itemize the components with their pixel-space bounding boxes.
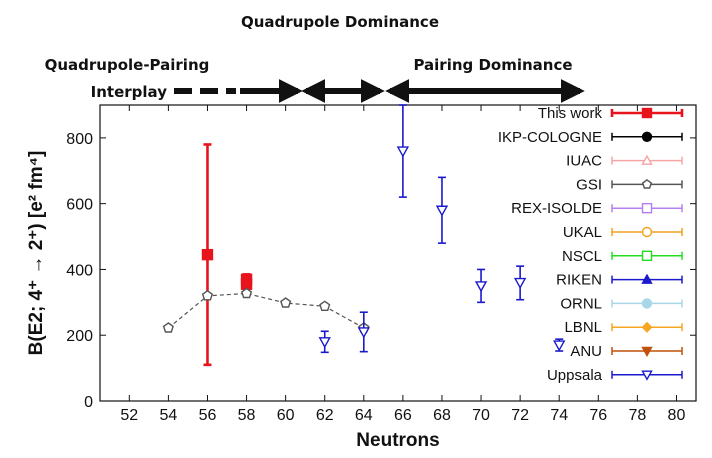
y-tick-label: 800 (66, 131, 93, 148)
x-tick-label: 72 (511, 407, 529, 424)
y-axis-label: B(E2; 4⁺ → 2⁺) [e² fm⁴] (26, 151, 47, 356)
marker (280, 297, 292, 308)
data-series (162, 104, 566, 367)
legend-entry: LBNL (564, 319, 683, 336)
legend-marker (641, 226, 653, 238)
x-tick-label: 70 (472, 407, 490, 424)
marker (162, 322, 174, 333)
legend-label: GSI (576, 176, 602, 193)
x-tick-label: 54 (159, 407, 177, 424)
legend-label: IKP-COLOGNE (498, 129, 602, 146)
legend-marker (641, 273, 653, 284)
marker (435, 205, 449, 217)
legend-entry: Uppsala (547, 367, 683, 384)
marker (396, 146, 410, 158)
legend-entry: IUAC (566, 153, 683, 170)
data-point-gsi (201, 289, 214, 301)
marker (240, 287, 253, 299)
x-tick-label: 74 (550, 407, 568, 424)
data-point-uppsala (357, 311, 370, 353)
legend-label: REX-ISOLDE (511, 200, 602, 217)
marker (474, 281, 488, 293)
legend-marker (641, 321, 653, 333)
data-point-gsi (240, 287, 253, 299)
legend-label: This work (538, 105, 603, 122)
x-tick-label: 78 (628, 407, 646, 424)
legend-label: IUAC (566, 153, 602, 170)
x-tick-label: 68 (433, 407, 451, 424)
data-point-gsi (162, 322, 174, 333)
legend-label: Uppsala (547, 367, 603, 384)
x-tick-label: 62 (316, 407, 334, 424)
data-point-gsi (280, 297, 292, 308)
legend-marker (641, 250, 653, 262)
x-tick-label: 58 (238, 407, 256, 424)
legend-entry: ANU (570, 343, 683, 360)
y-tick-label: 600 (66, 197, 93, 214)
legend-entry: This work (538, 105, 684, 122)
legend-marker (641, 154, 653, 165)
marker (201, 248, 214, 261)
marker (319, 300, 331, 311)
data-point-uppsala (435, 176, 449, 244)
legend-marker (641, 298, 653, 309)
marker (513, 277, 527, 290)
data-point-uppsala (553, 338, 566, 352)
marker (318, 337, 331, 349)
data-point-gsi (319, 300, 331, 311)
legend-entry: UKAL (563, 224, 683, 241)
legend-entry: GSI (576, 176, 683, 193)
data-point-uppsala (513, 265, 527, 301)
legend-marker (641, 370, 653, 381)
data-point-uppsala (396, 104, 410, 198)
data-point-uppsala (318, 330, 331, 354)
legend-label: LBNL (564, 319, 602, 336)
legend-entry: IKP-COLOGNE (498, 129, 683, 146)
data-point-uppsala (474, 268, 488, 304)
annotation-quadrupole-pairing: Quadrupole-Pairing (45, 56, 210, 74)
marker (201, 289, 214, 301)
x-tick-label: 80 (668, 407, 686, 424)
legend-label: RIKEN (556, 272, 602, 289)
x-tick-label: 60 (277, 407, 295, 424)
x-tick-label: 66 (394, 407, 412, 424)
y-tick-label: 400 (66, 262, 93, 279)
x-axis-label: Neutrons (356, 430, 439, 451)
plot-frame (99, 104, 697, 402)
legend-entry: REX-ISOLDE (511, 200, 683, 217)
x-tick-label: 76 (589, 407, 607, 424)
annotation-quadrupole-dominance: Quadrupole Dominance (241, 13, 439, 31)
annotation-pairing-dominance: Pairing Dominance (413, 56, 572, 74)
y-tick-label: 200 (66, 328, 93, 345)
legend-entry: NSCL (562, 248, 683, 265)
legend-label: NSCL (562, 248, 602, 265)
legend-marker (641, 131, 653, 143)
series-line-gsi (168, 292, 365, 329)
data-point-this-work (201, 143, 214, 367)
x-tick-label: 64 (355, 407, 373, 424)
marker (357, 327, 370, 339)
legend-marker (641, 202, 653, 214)
legend-entry: ORNL (560, 295, 683, 312)
x-tick-label: 52 (120, 407, 138, 424)
marker (553, 340, 566, 352)
legend-marker (641, 107, 653, 119)
legend-marker (641, 346, 653, 357)
legend-entry: RIKEN (556, 272, 683, 289)
legend-marker (641, 179, 653, 189)
annotation-interplay: Interplay (91, 83, 168, 101)
legend-label: UKAL (563, 224, 602, 241)
legend-label: ORNL (560, 295, 602, 312)
x-tick-label: 56 (199, 407, 217, 424)
y-tick-label: 0 (84, 394, 93, 411)
legend-label: ANU (570, 343, 602, 360)
